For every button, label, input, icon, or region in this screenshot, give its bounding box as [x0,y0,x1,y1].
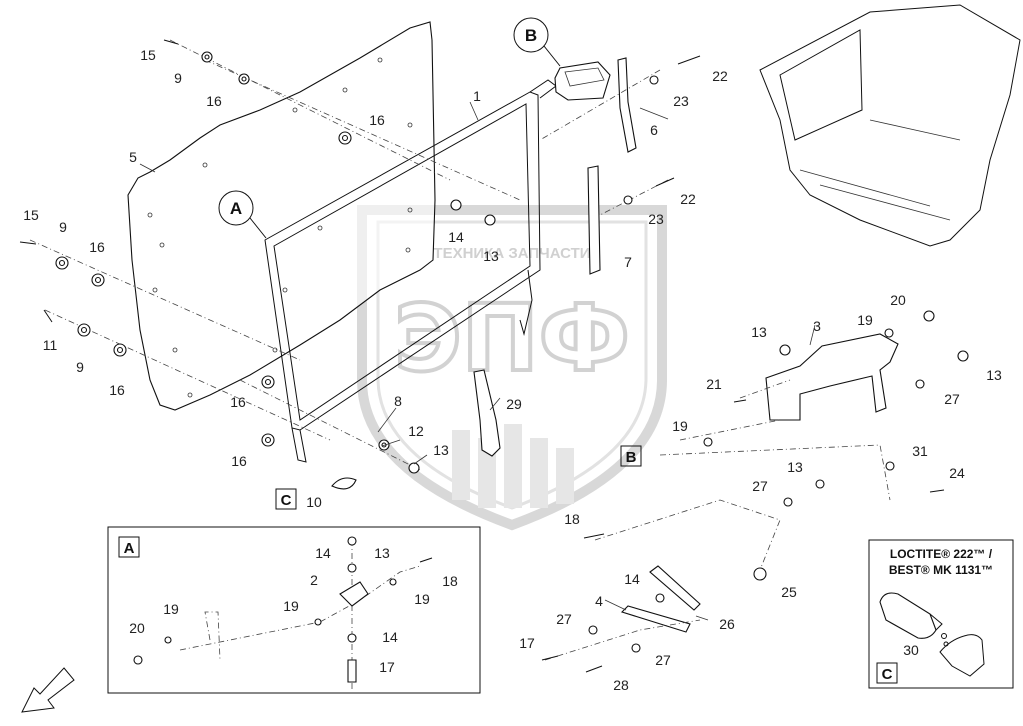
tag-c: C [275,488,297,510]
detail-label-20: 20 [129,620,145,636]
label-22: 22 [712,68,728,84]
fastener-markers [19,39,969,673]
label-29: 29 [506,396,522,412]
main-part-labels: 15 9 16 16 5 1 15 9 16 11 9 16 16 16 14 … [23,47,1002,693]
detail-c-tag: C [882,666,893,683]
label-23: 23 [673,93,689,109]
detail-label-19: 19 [163,601,179,617]
detail-label-19: 19 [283,598,299,614]
label-19: 19 [857,312,873,328]
gas-spring-part-4 [620,565,701,633]
label-27: 27 [752,478,768,494]
label-13: 13 [483,248,499,264]
detail-label-19: 19 [414,591,430,607]
watermark-shield: ЭПФ ТЕХНИКА ЗАПЧАСТИ [357,205,667,531]
detail-a-box: A 14 13 2 18 19 19 19 20 14 17 [107,526,481,694]
detail-a-tag: A [124,540,135,557]
label-5: 5 [129,149,137,165]
label-13: 13 [433,442,449,458]
label-4: 4 [595,593,603,609]
detail-label-18: 18 [442,573,458,589]
label-22: 22 [680,191,696,207]
label-14: 14 [624,571,640,587]
label-16: 16 [369,112,385,128]
adhesive-bottle [879,592,937,639]
svg-text:B: B [525,26,537,45]
assembly-axis-lines [29,39,891,661]
label-16: 16 [206,93,222,109]
label-26: 26 [719,616,735,632]
label-8: 8 [394,393,402,409]
strap-part-29 [473,369,501,457]
label-27: 27 [944,391,960,407]
label-24: 24 [949,465,965,481]
panel-part-5 [127,21,436,411]
label-27: 27 [655,652,671,668]
svg-text:B: B [626,449,637,466]
label-16: 16 [231,453,247,469]
detail-c-box: LOCTITE® 222™ / BEST® MK 1131™ 30 C [868,539,1014,689]
label-13: 13 [986,367,1002,383]
cab-overview-sketch [759,4,1021,247]
label-3: 3 [813,318,821,334]
watermark-logo-text: ЭПФ [394,285,630,392]
frame-part-1 [264,79,557,463]
label-13: 13 [787,459,803,475]
detail-label-14: 14 [382,629,398,645]
label-16: 16 [109,382,125,398]
latch-bracket [554,61,611,101]
loctite-part-label: 30 [903,642,919,658]
label-21: 21 [706,376,722,392]
label-9: 9 [174,70,182,86]
leader-lines [139,101,816,621]
label-1: 1 [473,88,481,104]
callout-a: A [218,190,267,239]
label-17: 17 [519,635,535,651]
label-15: 15 [140,47,156,63]
label-16: 16 [89,239,105,255]
watermark-brand-line: ТЕХНИКА ЗАПЧАСТИ [433,245,590,262]
detail-label-2: 2 [310,572,318,588]
label-7: 7 [624,254,632,270]
label-27: 27 [556,611,572,627]
forward-direction-arrow [21,667,75,713]
detail-label-13: 13 [374,545,390,561]
label-11: 11 [43,337,58,353]
label-25: 25 [781,584,797,600]
loctite-line-2: BEST® MK 1131™ [889,563,993,577]
label-15: 15 [23,207,39,223]
label-20: 20 [890,292,906,308]
label-23: 23 [648,211,664,227]
strap-part-6 [617,57,637,153]
label-9: 9 [76,359,84,375]
label-16: 16 [230,394,246,410]
callout-b: B [513,17,561,67]
hand-sketch [939,634,985,677]
bracket-part-3 [765,333,899,421]
detail-label-17: 17 [379,659,395,675]
svg-text:A: A [230,199,242,218]
label-12: 12 [408,423,424,439]
loctite-line-1: LOCTITE® 222™ / [890,547,993,561]
label-13: 13 [751,324,767,340]
label-28: 28 [613,677,629,693]
strap-part-7 [587,165,601,275]
label-6: 6 [650,122,658,138]
label-18: 18 [564,511,580,527]
clip-part-2 [339,581,369,607]
label-31: 31 [912,443,928,459]
svg-text:C: C [281,492,292,509]
label-19: 19 [672,418,688,434]
label-14: 14 [448,229,464,245]
label-9: 9 [59,219,67,235]
label-10: 10 [306,494,322,510]
cap-part-10 [331,477,357,490]
detail-label-14: 14 [315,545,331,561]
tag-b: B [620,445,642,467]
